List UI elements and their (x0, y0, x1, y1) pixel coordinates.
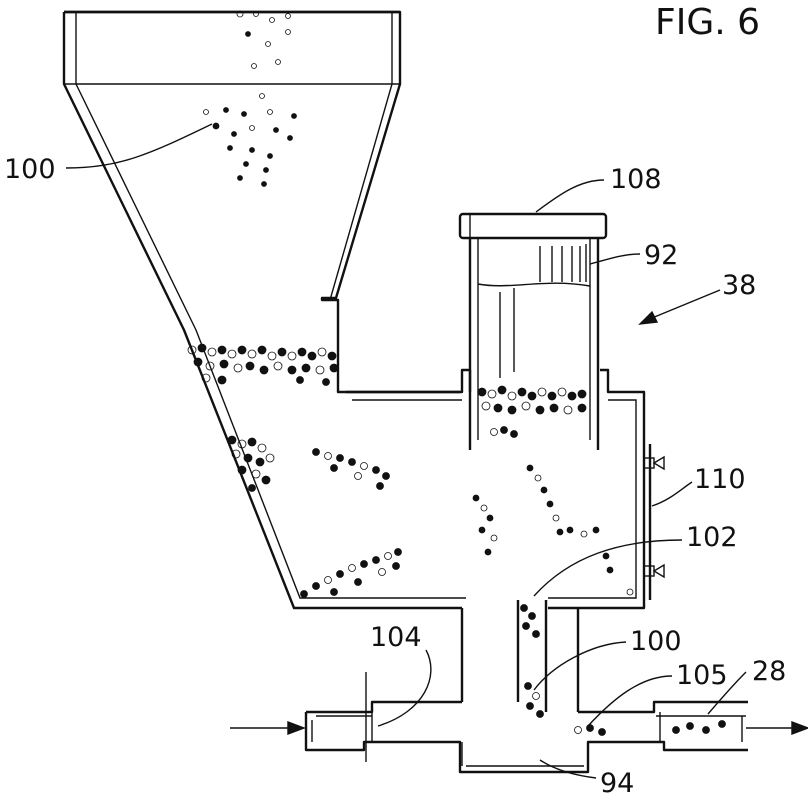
label-pellets-upper: 100 (4, 154, 56, 185)
sight-tube (458, 212, 608, 450)
label-tube: 92 (644, 240, 678, 271)
knob-lower (643, 563, 665, 579)
leader-lines (65, 123, 747, 779)
label-inlet: 104 (370, 622, 422, 653)
tube-pile (477, 385, 587, 438)
chamber-cluster-right (472, 464, 634, 596)
chamber-cluster-middle (312, 448, 390, 490)
chamber-cluster-left (227, 435, 275, 492)
leader-cap (535, 179, 605, 213)
outflow-arrow (746, 720, 808, 736)
label-passage: 102 (686, 522, 738, 553)
chamber-cluster-bottom (300, 548, 402, 598)
hopper (62, 10, 466, 610)
apparatus-arrow (638, 289, 721, 325)
label-cap: 108 (610, 164, 662, 195)
inflow-arrow (230, 720, 306, 736)
leader-conduit (539, 759, 597, 779)
leader-pellets-lower (533, 641, 627, 691)
label-side-plate: 110 (694, 464, 746, 495)
label-pellets-lower: 100 (630, 626, 682, 657)
pellets (187, 10, 726, 736)
leader-side-plate (651, 481, 693, 507)
tube-striations (499, 244, 587, 378)
cap (458, 212, 608, 240)
chamber (346, 368, 665, 610)
leader-pellets-upper (65, 123, 213, 169)
label-outlet-line: 28 (752, 656, 786, 687)
figure-title: FIG. 6 (655, 2, 760, 43)
leader-inlet (377, 649, 432, 727)
leader-tube (589, 253, 641, 265)
conduit-pellets (520, 604, 726, 736)
leader-outlet-particles (587, 675, 673, 727)
label-outlet-particles: 105 (676, 660, 728, 691)
leader-passage (533, 539, 683, 597)
hopper-pile (187, 343, 339, 386)
label-apparatus: 38 (722, 270, 756, 301)
falling-pellets (203, 10, 297, 187)
knob-upper (643, 455, 665, 471)
label-conduit: 94 (600, 768, 634, 799)
leader-outlet-line (707, 671, 747, 715)
